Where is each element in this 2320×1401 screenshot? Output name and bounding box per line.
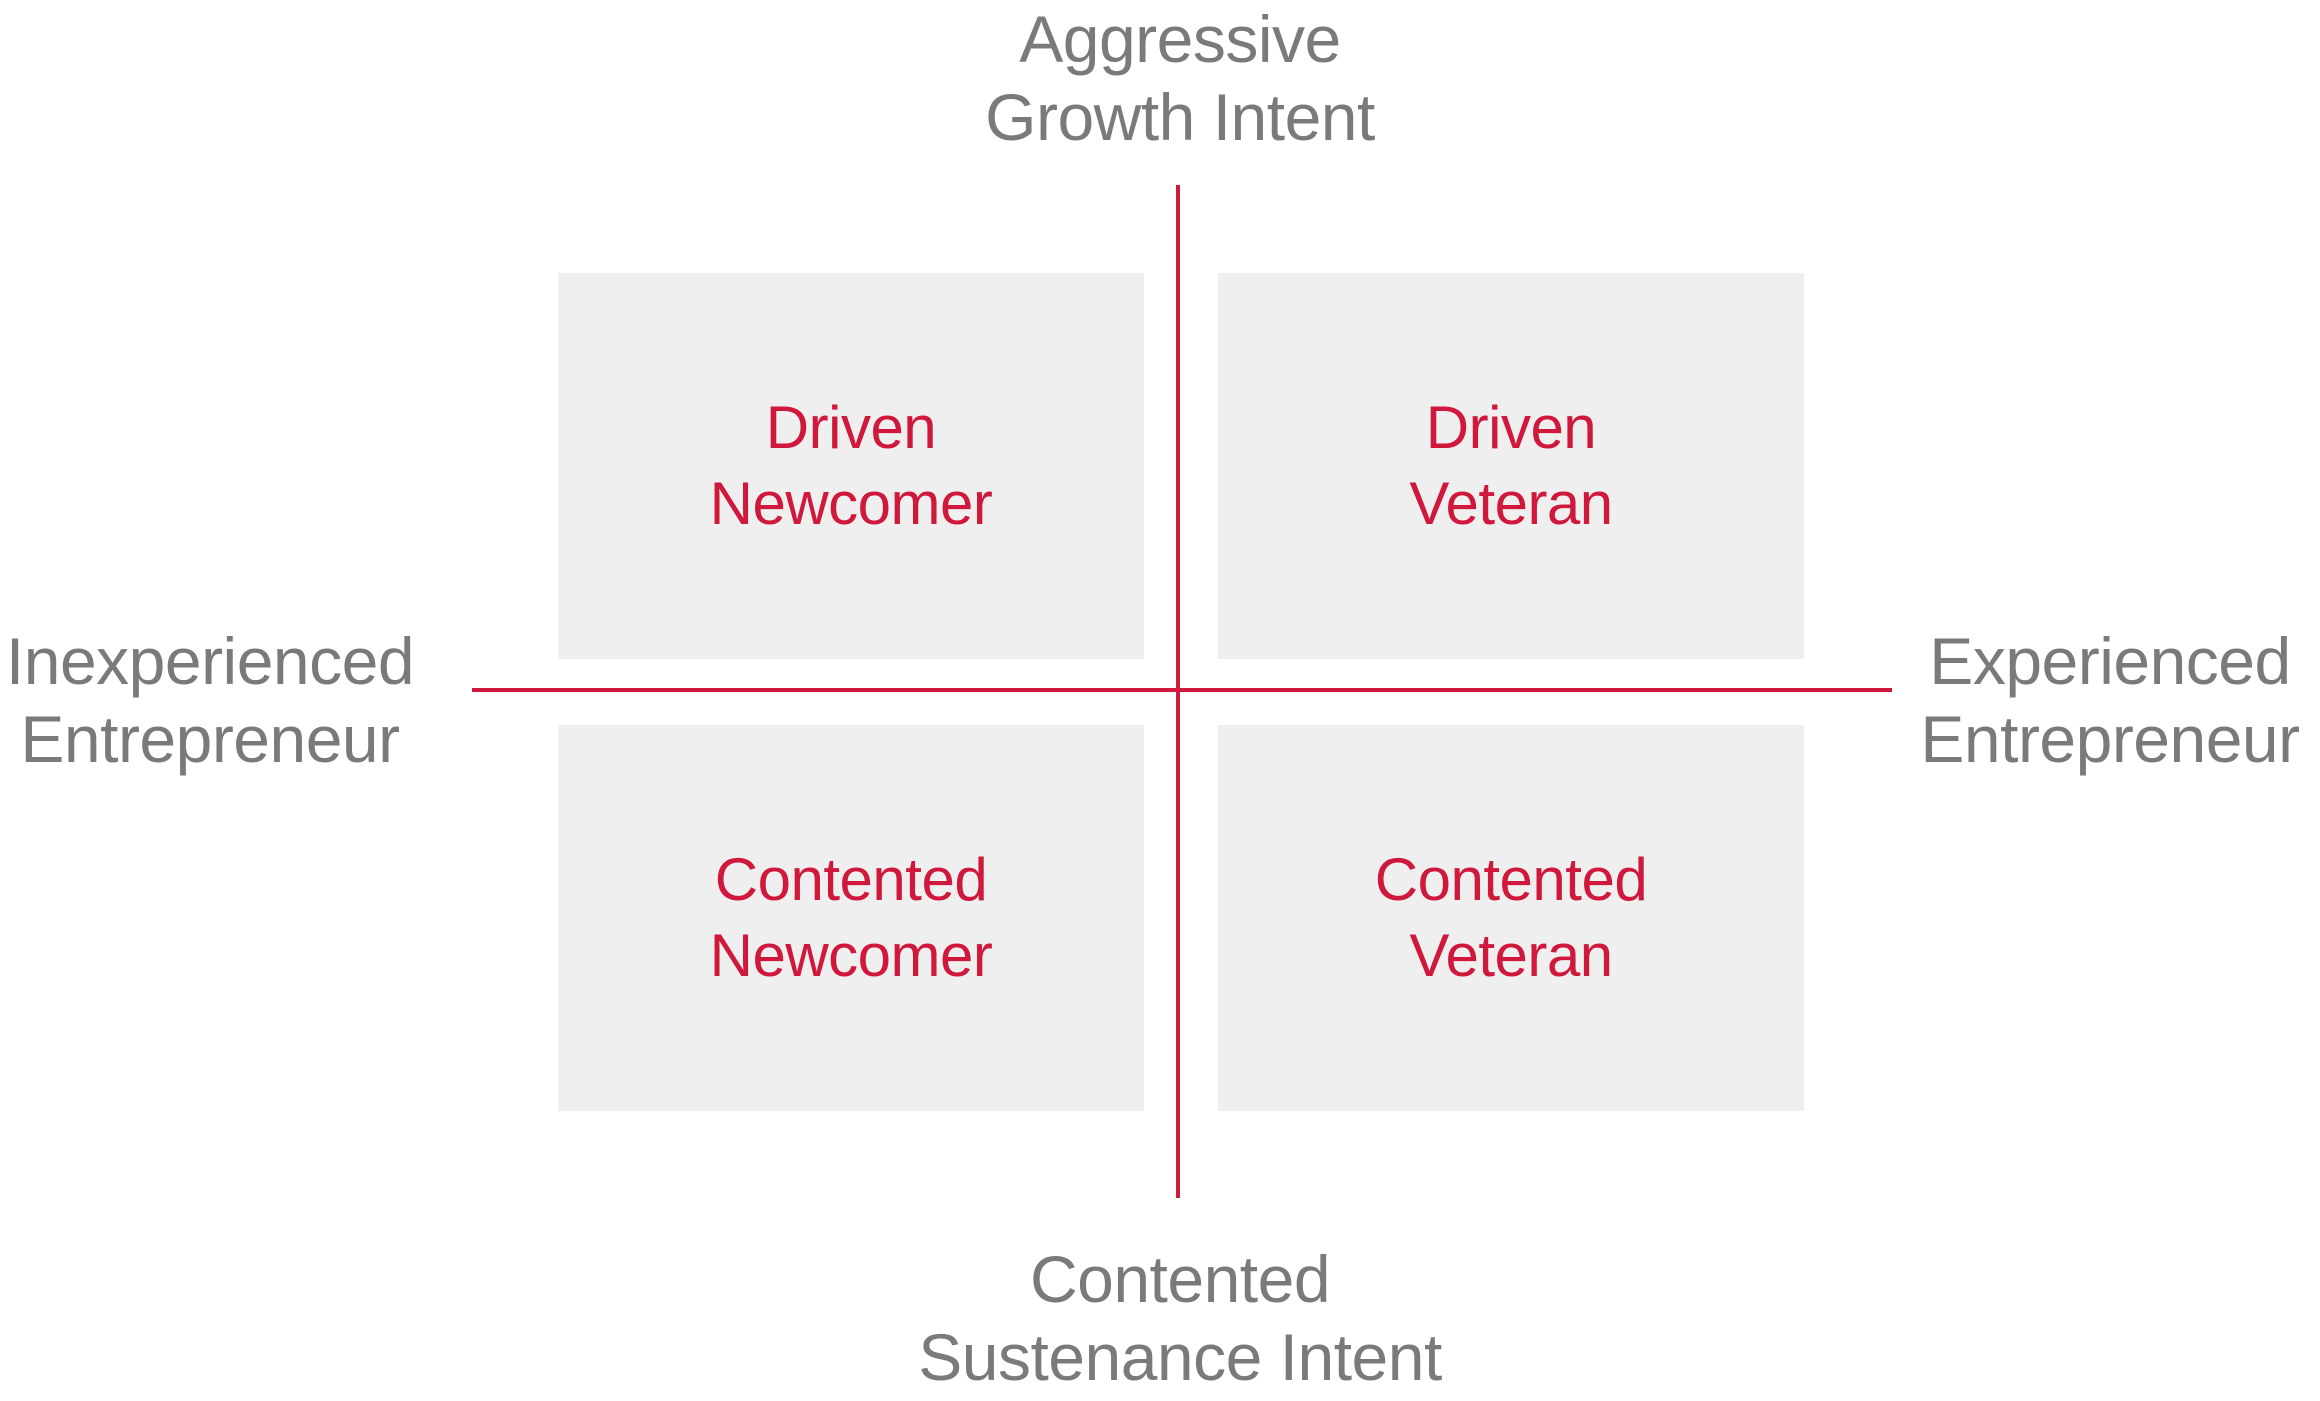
axis-label-bottom-line1: Contented bbox=[1029, 1242, 1331, 1316]
axis-label-left-line2: Entrepreneur bbox=[20, 702, 400, 776]
quadrant-bottom-left-line1: Contented bbox=[714, 846, 988, 913]
quadrant-bottom-right: Contented Veteran bbox=[1218, 725, 1804, 1111]
quadrant-top-left: Driven Newcomer bbox=[558, 273, 1144, 659]
quadrant-top-left-line1: Driven bbox=[765, 394, 937, 461]
axis-label-bottom: Contented Sustenance Intent bbox=[860, 1240, 1500, 1396]
axis-label-right: Experienced Entrepreneur bbox=[1900, 622, 2320, 778]
quadrant-top-right-line2: Veteran bbox=[1409, 470, 1613, 537]
quadrant-bottom-left-label: Contented Newcomer bbox=[710, 842, 993, 994]
axis-label-top-line1: Aggressive bbox=[1019, 2, 1341, 76]
axis-label-right-line1: Experienced bbox=[1929, 624, 2291, 698]
quadrant-top-left-label: Driven Newcomer bbox=[710, 390, 993, 542]
horizontal-axis-line bbox=[472, 688, 1892, 692]
axis-label-top: Aggressive Growth Intent bbox=[860, 0, 1500, 156]
axis-label-bottom-line2: Sustenance Intent bbox=[918, 1320, 1442, 1394]
quadrant-bottom-right-line1: Contented bbox=[1374, 846, 1648, 913]
axis-label-top-line2: Growth Intent bbox=[985, 80, 1375, 154]
quadrant-top-right-label: Driven Veteran bbox=[1409, 390, 1613, 542]
quadrant-bottom-right-line2: Veteran bbox=[1409, 922, 1613, 989]
axis-label-left-line1: Inexperienced bbox=[5, 624, 415, 698]
quadrant-bottom-right-label: Contented Veteran bbox=[1374, 842, 1648, 994]
quadrant-bottom-left: Contented Newcomer bbox=[558, 725, 1144, 1111]
quadrant-top-left-line2: Newcomer bbox=[709, 470, 993, 537]
quadrant-top-right-line1: Driven bbox=[1425, 394, 1597, 461]
quadrant-top-right: Driven Veteran bbox=[1218, 273, 1804, 659]
axis-label-left: Inexperienced Entrepreneur bbox=[0, 622, 420, 778]
quadrant-bottom-left-line2: Newcomer bbox=[709, 922, 993, 989]
axis-label-right-line2: Entrepreneur bbox=[1920, 702, 2300, 776]
